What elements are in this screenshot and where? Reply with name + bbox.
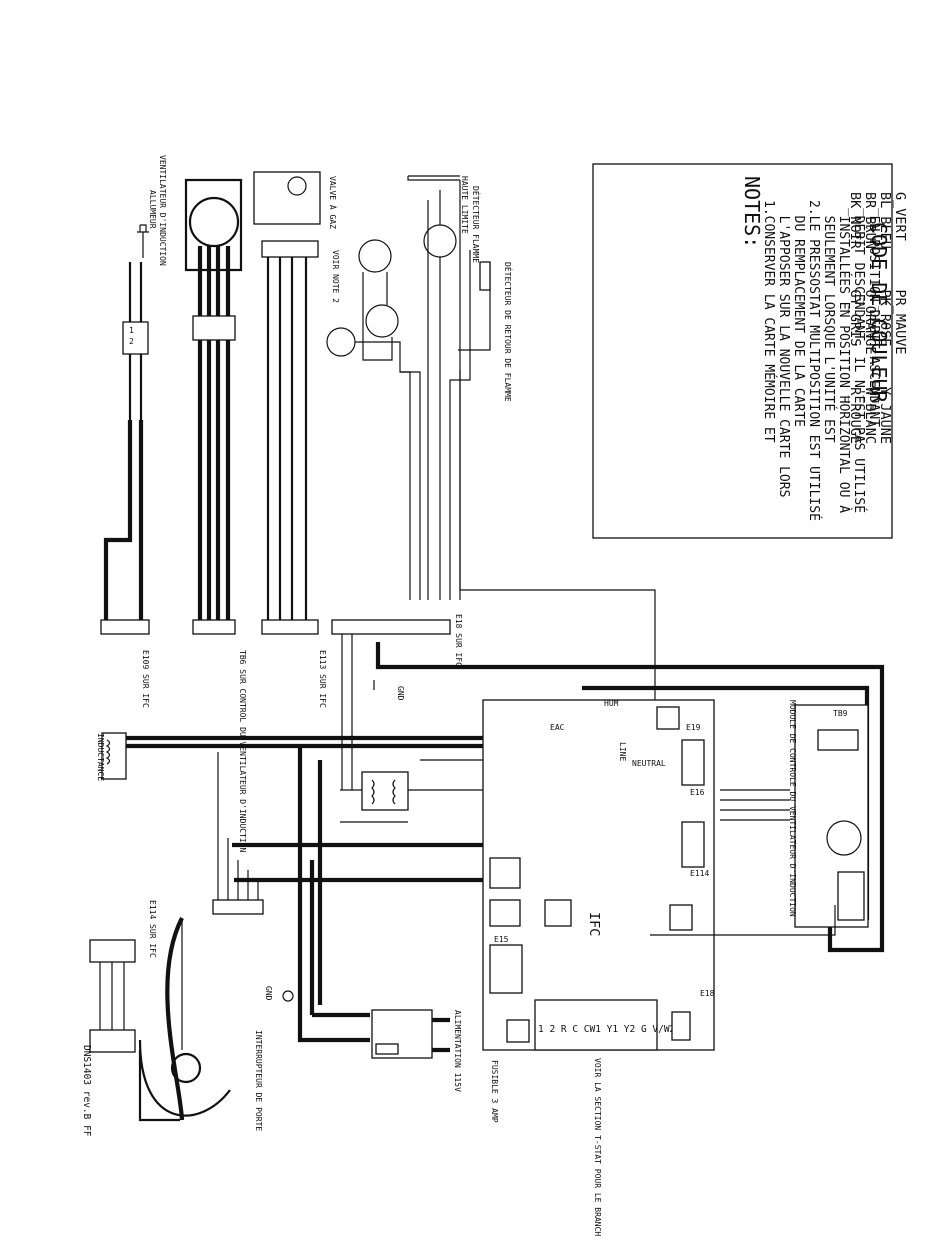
transformer [340,771,535,823]
e114-label: E114 [690,869,709,878]
note-line-8: EN POSITION DÉBIT ASCENDANT [866,200,882,427]
legend-box: CODE DE COULEUR BK_NOIR GY_GRIS R_ROUGE … [592,163,908,539]
terminal-labels: 1 2 R C CW1 Y1 Y2 G V/W2 [538,1024,675,1035]
interrupteur-label: INTERRUPTEUR DE PORTE [254,1030,263,1131]
tb6-label: TB6 SUR CONTROL DU VENTILATEUR D'INDUCTI… [238,650,247,852]
notes-title: NOTES: [740,176,764,248]
note-line-6: INSTALLÉES EN POSITION HORIZONTAL OU À [836,200,852,513]
blower-and-supply: GND ALIMENTATION 115V INTERRUPTEUR DE PO… [81,686,602,1241]
e18-label: E18 [700,989,715,998]
haute-limite-label: HAUTE LIMITE [460,176,469,234]
color-code-row-1: BK_NOIR GY_GRIS R_ROUGE [847,192,863,444]
gas-valve: VALVE À GAZ E113 SUR IFC [253,171,339,708]
inductance-label: INDUCTANCE [96,733,105,781]
e14-label: E114 SUR IFC [148,900,157,958]
e19-label: E19 [686,723,701,732]
tb9-label: TB9 [833,709,848,718]
line-label: LINE [618,742,627,761]
note-line-4: 2.LE PRESSOSTAT MULTIPOSITION EST UTILIS… [806,200,822,521]
ifc-board: IFC HUM EAC LINE NEUTRAL 1 2 R C CW1 Y1 … [482,699,715,1051]
fusible-label: FUSIBLE 3 AMP [490,1060,499,1123]
color-code-row-2: BR_BRUN O_ORANGE W_BLANC [862,192,878,444]
igniter: 1 2 ALLUMEUR E109 SUR IFC [100,190,157,708]
note-line-3: DU REMPLACEMENT DE LA CARTE [791,200,806,427]
neutral-label: NEUTRAL [632,759,666,768]
note-line-5: SEULEMENT LORSQUE L'UNITÉ EST [821,200,837,443]
module-label: MODULE DE CONTROLE DU VENTILATEUR D'INDU… [788,700,797,917]
e16-label: E16 [690,788,705,797]
voir-note-label: VOIR NOTE 2 [331,250,340,303]
color-code-row-3: BL_BLEU PK_ROSE Y_JAUNE [877,192,893,444]
hum-label: HUM [604,699,619,708]
valve-label: VALVE À GAZ [328,176,339,229]
ventilateur-label: VENTILATEUR D'INDUCTION [158,155,167,266]
note-line-2: L'APPOSER SUR LA NOUVELLE CARTE LORS [776,200,791,497]
e8-label: E18 SUR IFC [454,614,463,667]
svg-text:2: 2 [129,337,134,346]
e15-label: E15 [494,935,509,944]
e13-label: E113 SUR IFC [318,650,327,708]
gnd-label-2: GND [396,686,405,701]
inducer-fan: VENTILATEUR D'INDUCTION TB6 SUR CONTROL … [158,155,247,852]
part-number: DNS1403 rev.B FF [81,1045,92,1137]
detecteur-retour-label: DÉTECTEUR DE RETOUR DE FLAMME [503,262,514,402]
ifc-label: IFC [586,912,602,936]
note-line-7: DÉBIT DESCENDANT. IL N'EST PAS UTILISÉ [851,200,867,513]
pressure-switches: VOIR NOTE 2 HAUTE LIMITE DÉTECTEUR FLAMM… [326,175,514,667]
note-line-1: 1.CONSERVER LA CARTE MÉMOIRE ET [761,200,777,443]
color-code-row-4: G_VERT PR_MAUVE [892,192,908,355]
inductance: INDUCTANCE [96,732,127,781]
voir-section-label: VOIR LA SECTION T-STAT POUR LE BRANCHEME… [593,1058,602,1237]
gnd-label: GND [264,986,273,1001]
svg-text:1: 1 [129,326,134,335]
notes: NOTES: 1.CONSERVER LA CARTE MÉMOIRE ET L… [740,176,882,521]
inducer-module: TB9 MODULE DE CONTROLE DU VENTILATEUR D'… [650,700,869,936]
detecteur-flamme-label: DÉTECTEUR FLAMME [471,186,482,263]
color-code-title: CODE DE COULEUR [867,222,891,404]
allumeur-label: ALLUMEUR [148,190,157,229]
color-code-rows: BK_NOIR GY_GRIS R_ROUGE BR_BRUN O_ORANGE… [847,192,908,444]
e9-label: E109 SUR IFC [141,650,150,708]
alimentation-label: ALIMENTATION 115V [453,1010,462,1092]
eac-label: EAC [550,723,565,732]
